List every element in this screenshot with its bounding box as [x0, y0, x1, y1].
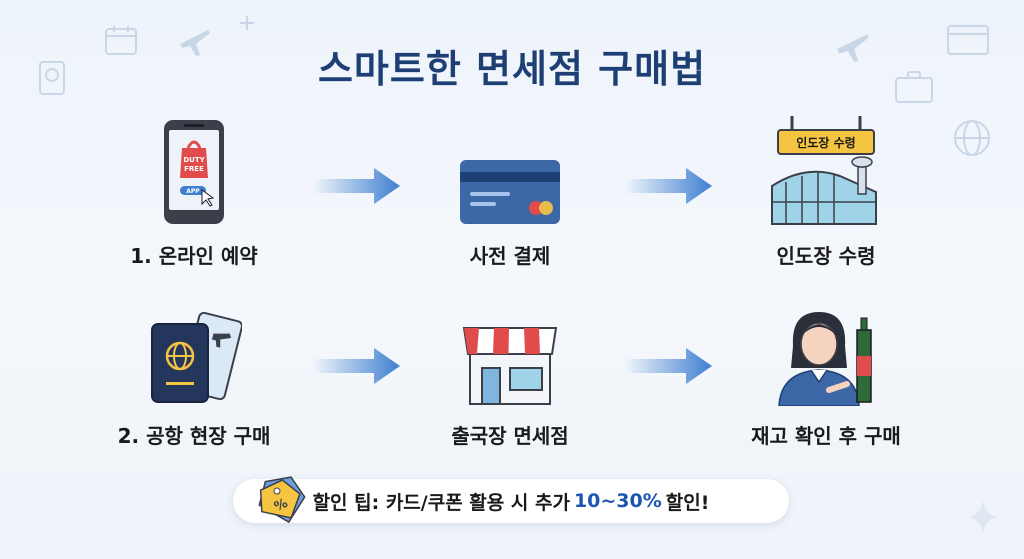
- svg-text:%: %: [272, 496, 290, 515]
- page-title: 스마트한 면세점 구매법: [317, 47, 707, 91]
- app-text: APP: [186, 188, 200, 195]
- step-label: 재고 확인 후 구매: [751, 424, 901, 448]
- tip-prefix: 할인 팁: 카드/쿠폰 활용 시 추가: [312, 491, 570, 514]
- globe-icon: [954, 120, 990, 156]
- price-tag-icon: %: [258, 476, 306, 524]
- suitcase-icon: [895, 71, 933, 103]
- passport-icon: [39, 61, 65, 95]
- step-online-reservation: DUTY FREE APP 1. 온라인 예약: [84, 120, 304, 269]
- calendar-icon: [105, 26, 137, 55]
- store-icon: [462, 327, 558, 405]
- step-pickup-counter: 인도장 수령 인도장 수령: [716, 116, 936, 269]
- tip-suffix: 할인!: [665, 491, 710, 514]
- step-label: 1. 온라인 예약: [130, 244, 258, 268]
- sparkle-icon-bottom: [968, 500, 998, 534]
- duty-text: DUTY: [183, 156, 205, 164]
- step-label: 인도장 수령: [776, 244, 876, 268]
- airplane-icon-right: [837, 34, 869, 62]
- passport-ticket-icon: [151, 311, 242, 403]
- credit-card-icon: [460, 160, 560, 224]
- arrow-right-icon: [312, 348, 400, 384]
- arrow-right-icon: [624, 168, 712, 204]
- sparkle-icon: [240, 16, 254, 30]
- smartphone-app-icon: DUTY FREE APP: [164, 120, 224, 224]
- free-text: FREE: [184, 165, 204, 173]
- airplane-icon: [180, 30, 210, 56]
- shopper-bottle-icon: [778, 312, 872, 406]
- step-check-stock: 재고 확인 후 구매: [716, 306, 936, 449]
- discount-tip-banner: % 할인 팁: 카드/쿠폰 활용 시 추가 10~30% 할인!: [233, 476, 789, 524]
- tip-highlight: 10~30%: [573, 490, 662, 512]
- step-label: 출국장 면세점: [451, 424, 569, 448]
- step-airport-purchase: 2. 공항 현장 구매: [84, 306, 304, 449]
- step-prepayment: 사전 결제: [400, 126, 620, 269]
- sign-text: 인도장 수령: [796, 135, 855, 150]
- step-label: 사전 결제: [469, 244, 551, 268]
- arrow-right-icon: [624, 348, 712, 384]
- card-outline-icon: [947, 25, 989, 55]
- arrow-right-icon: [312, 168, 400, 204]
- step-departure-duty-free: 출국장 면세점: [400, 306, 620, 449]
- airport-terminal-icon: 인도장 수령: [771, 116, 877, 225]
- step-label: 2. 공항 현장 구매: [117, 424, 271, 448]
